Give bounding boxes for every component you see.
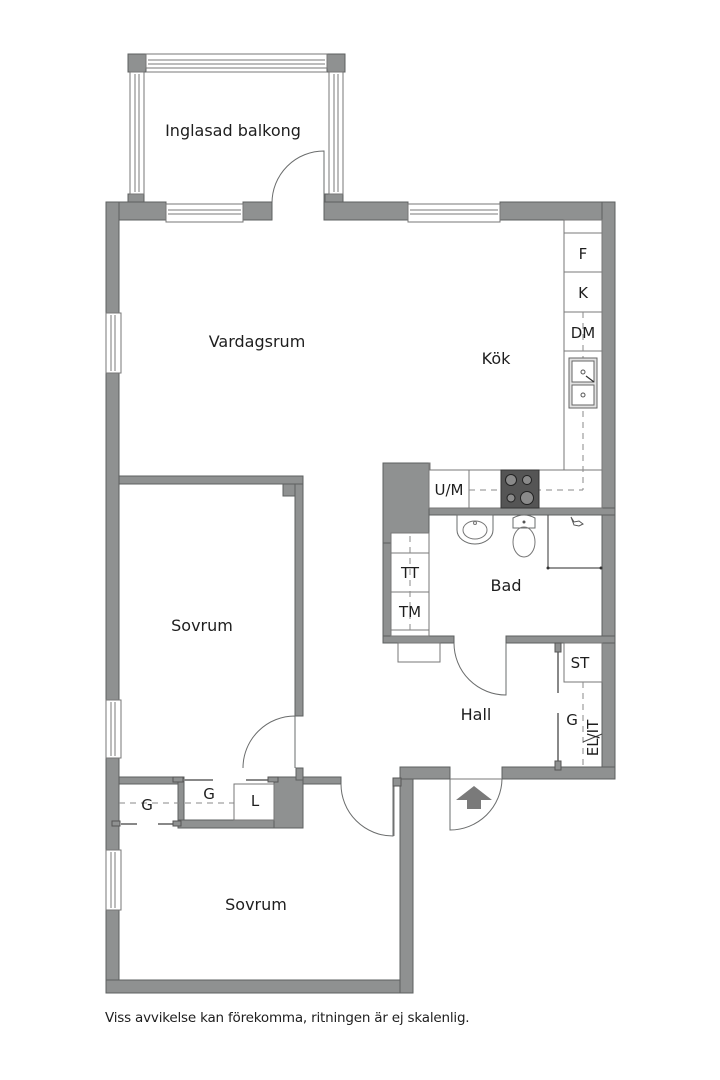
room-labels: Inglasad balkong Vardagsrum Kök Sovrum S…: [165, 121, 521, 914]
fixture-labels: F K DM U/M TT TM ST G EL/IT G G L: [141, 245, 602, 814]
bedroom1-door: [242, 715, 296, 769]
label-linen: L: [251, 792, 260, 810]
label-fridge: F: [579, 245, 588, 263]
windows: [105, 203, 501, 911]
label-dishwasher: DM: [571, 324, 596, 342]
bedroom2-door: [340, 783, 394, 837]
label-wardrobe-hall: G: [566, 711, 578, 729]
shower-icon: [546, 515, 603, 570]
bathroom-fixtures: [390, 514, 603, 696]
label-electric-it: EL/IT: [584, 719, 602, 756]
entrance-arrow-icon: [456, 786, 492, 809]
label-dryer: TT: [400, 564, 420, 582]
sink-icon: [568, 357, 598, 409]
label-wardrobe-bed1: G: [203, 785, 215, 803]
label-oven-micro: U/M: [435, 481, 464, 499]
label-bedroom-2: Sovrum: [225, 895, 287, 914]
label-freezer: K: [578, 284, 589, 302]
label-kitchen: Kök: [482, 349, 511, 368]
stove-icon: [500, 469, 540, 509]
disclaimer-text: Viss avvikelse kan förekomma, ritningen …: [105, 1010, 470, 1026]
label-hall: Hall: [461, 705, 492, 724]
hall-fixtures: [554, 642, 603, 771]
washbasin-icon: [456, 514, 494, 545]
entrance-door: [449, 778, 503, 831]
label-washer: TM: [398, 603, 421, 621]
label-bedroom-1: Sovrum: [171, 616, 233, 635]
balcony: [127, 53, 346, 205]
kitchen-counters: [428, 219, 603, 509]
label-bath: Bad: [491, 576, 522, 595]
label-storage: ST: [571, 654, 591, 672]
toilet-icon: [512, 514, 536, 558]
label-balcony: Inglasad balkong: [165, 121, 301, 140]
label-living: Vardagsrum: [209, 332, 306, 351]
label-wardrobe-bed2: G: [141, 796, 153, 814]
exterior-walls: [105, 201, 616, 994]
closets: [111, 776, 279, 827]
